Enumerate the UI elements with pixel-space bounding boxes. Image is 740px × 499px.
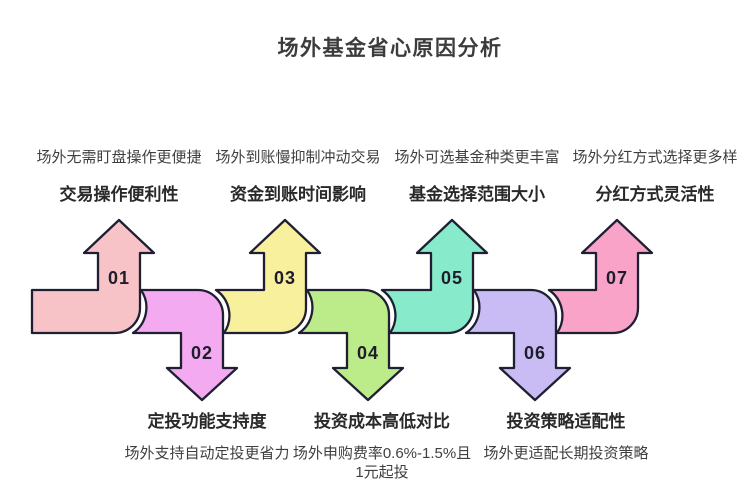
- step-03-arrow: [214, 218, 322, 335]
- step-03-number: 03: [274, 268, 296, 288]
- step-02-number: 02: [191, 343, 213, 363]
- step-02-label: 定投功能支持度: [147, 412, 267, 431]
- step-04-arrow: [297, 288, 405, 402]
- top-column-3: 场外可选基金种类更丰富 基金选择范围大小: [394, 148, 559, 205]
- step-06-label: 投资策略适配性: [506, 412, 626, 431]
- top-column-2: 场外到账慢抑制冲动交易 资金到账时间影响: [215, 148, 380, 205]
- step-07-label: 分红方式灵活性: [595, 185, 715, 204]
- step-01-arrow: [30, 218, 156, 335]
- bottom-column-1: 定投功能支持度 场外支持自动定投更省力: [124, 407, 289, 463]
- page-title: 场外基金省心原因分析: [277, 37, 503, 60]
- top-column-1: 场外无需盯盘操作更便捷 交易操作便利性: [36, 148, 201, 205]
- step-03-description: 场外到账慢抑制冲动交易: [215, 149, 381, 166]
- bottom-column-3: 投资策略适配性 场外更适配长期投资策略: [483, 407, 648, 463]
- step-06-description: 场外更适配长期投资策略: [483, 445, 649, 462]
- step-05-label: 基金选择范围大小: [408, 185, 545, 204]
- step-05-number: 05: [441, 268, 463, 288]
- step-01-description: 场外无需盯盘操作更便捷: [36, 149, 202, 166]
- step-04-number: 04: [357, 343, 379, 363]
- step-01-number: 01: [108, 268, 130, 288]
- step-05-description: 场外可选基金种类更丰富: [394, 149, 560, 166]
- step-07-arrow: [547, 218, 654, 335]
- step-01-label: 交易操作便利性: [59, 185, 179, 204]
- top-column-4: 场外分红方式选择更多样 分红方式灵活性: [572, 148, 737, 205]
- step-04-label: 投资成本高低对比: [314, 412, 450, 431]
- step-06-arrow: [464, 288, 572, 402]
- step-02-arrow: [131, 288, 239, 402]
- bottom-column-2: 投资成本高低对比 场外申购费率0.6%-1.5%且1元起投: [291, 407, 473, 482]
- step-07-number: 07: [606, 268, 628, 288]
- step-06-number: 06: [524, 343, 546, 363]
- step-04-description: 场外申购费率0.6%-1.5%且1元起投: [292, 445, 472, 481]
- step-05-arrow: [380, 218, 489, 335]
- step-02-description: 场外支持自动定投更省力: [124, 445, 290, 462]
- step-07-description: 场外分红方式选择更多样: [572, 149, 738, 166]
- step-03-label: 资金到账时间影响: [229, 185, 366, 204]
